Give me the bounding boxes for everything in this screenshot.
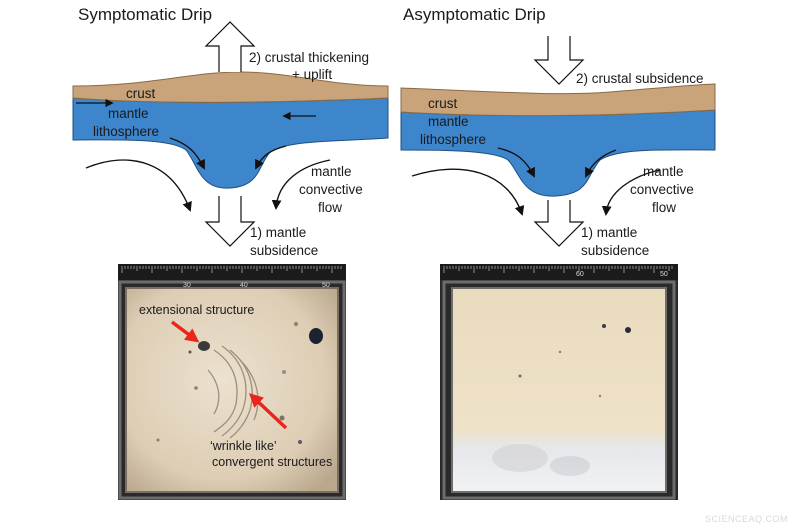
left-crust-layer [72, 71, 389, 103]
left-uplift-arrow-icon [204, 21, 256, 72]
left-crust-label: crust [126, 86, 156, 101]
left-ruler-number-3: 50 [322, 282, 330, 289]
left-wrinkle-structures [207, 345, 259, 439]
left-thickening-label: 2) crustal thickening [249, 50, 369, 65]
left-inner-arrow-right [255, 145, 287, 170]
right-crustal-subsidence-arrow-icon [533, 36, 585, 85]
right-flow-label-3: flow [652, 200, 676, 215]
right-crustal-subsidence-label: 2) crustal subsidence [576, 71, 704, 86]
right-flow-label-2: convective [630, 182, 694, 197]
wrinkle-annotation-arrow [248, 393, 288, 430]
right-convective-arrow-left [411, 168, 525, 216]
right-subsidence-label-2: subsidence [581, 243, 649, 258]
left-convective-arrow-left [85, 159, 192, 212]
left-dark-spot [309, 328, 323, 344]
right-subsidence-label-1: 1) mantle [581, 225, 637, 240]
right-dark-spot-2 [602, 324, 606, 328]
left-subsidence-arrow-icon [204, 196, 256, 247]
extensional-annotation-arrow [170, 320, 200, 343]
right-lithosphere-label: lithosphere [420, 132, 486, 147]
left-inner-arrow-left [169, 137, 205, 170]
left-ruler-ticks [121, 266, 342, 273]
left-flow-label-1: mantle [311, 164, 352, 179]
extensional-structure-label: extensional structure [139, 303, 254, 317]
left-ruler-number-2: 40 [240, 282, 248, 289]
left-uplift-label: + uplift [292, 67, 332, 82]
left-ruler-number-1: 30 [183, 282, 191, 289]
right-crust-layer [400, 83, 716, 117]
right-convective-arrow-right [601, 169, 661, 216]
right-title: Asymptomatic Drip [403, 5, 546, 24]
right-inner-arrow-left [497, 147, 535, 178]
right-crust-label: crust [428, 96, 458, 111]
watermark: SCIENCEAQ.COM [705, 514, 788, 524]
right-experiment-photo: 60 50 [440, 264, 678, 500]
left-flow-label-2: convective [299, 182, 363, 197]
left-extensional-spot [198, 341, 210, 351]
left-subsidence-label-1: 1) mantle [250, 225, 306, 240]
right-mantle-label: mantle [428, 114, 469, 129]
left-lithosphere-label: lithosphere [93, 124, 159, 139]
left-convective-arrow-right [271, 159, 331, 210]
wrinkle-label-1: ‘wrinkle like’ [210, 439, 277, 453]
left-mantle-label: mantle [108, 106, 149, 121]
left-flow-label-3: flow [318, 200, 342, 215]
right-dark-spot-1 [625, 327, 631, 333]
left-title: Symptomatic Drip [78, 5, 212, 24]
right-ruler-ticks [443, 266, 673, 273]
right-ruler-number-2: 50 [660, 271, 668, 278]
left-diagram: Symptomatic Drip crust mantle lithospher… [72, 5, 389, 258]
wrinkle-label-2: convergent structures [212, 455, 332, 469]
right-sand-surface [451, 287, 667, 493]
right-flow-label-1: mantle [643, 164, 684, 179]
right-inner-arrow-right [585, 149, 617, 178]
left-sand-surface [125, 287, 339, 493]
right-diagram: Asymptomatic Drip crust mantle lithosphe… [400, 5, 716, 258]
left-subsidence-label-2: subsidence [250, 243, 318, 258]
right-ruler-number-1: 60 [576, 271, 584, 278]
right-subsidence-arrow-icon [533, 200, 585, 247]
left-ruler [118, 264, 346, 280]
right-ruler [440, 264, 678, 280]
left-experiment-photo: 30 40 50 extensional structure ‘wrinkle … [118, 264, 346, 500]
